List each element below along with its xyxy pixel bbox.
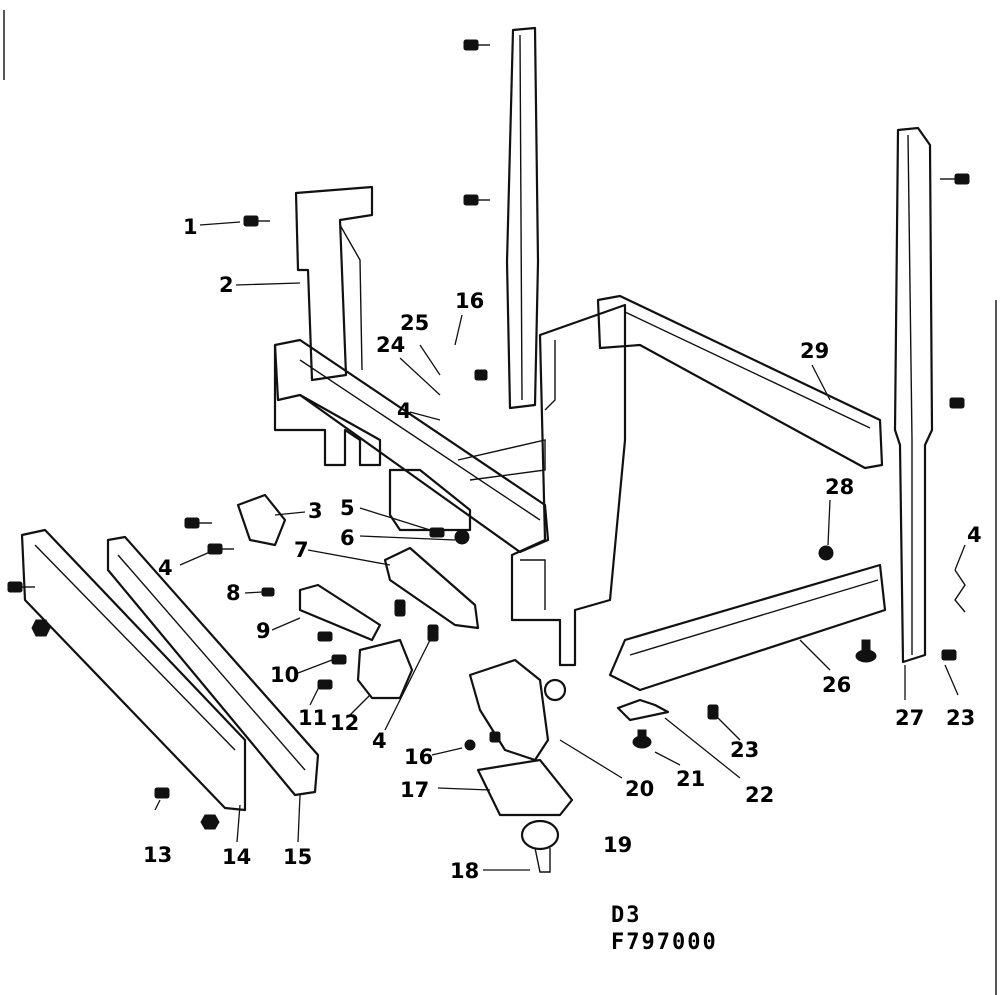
screw-icon	[940, 173, 970, 185]
clip-icon	[954, 569, 966, 613]
screw-icon	[184, 517, 212, 529]
top-rail-part	[596, 294, 884, 470]
callout-23: 23	[946, 706, 975, 730]
callout-28: 28	[825, 475, 854, 499]
callout-24: 24	[376, 333, 405, 357]
callout-9: 9	[256, 619, 271, 643]
callout-26: 26	[822, 673, 851, 697]
callout-14: 14	[222, 845, 251, 869]
callout-17: 17	[400, 778, 429, 802]
nut-icon	[454, 529, 470, 545]
screw-icon	[317, 631, 333, 642]
upright-post-part	[505, 26, 540, 410]
callout-20: 20	[625, 777, 654, 801]
screw-icon	[7, 581, 35, 593]
callout-11: 11	[298, 706, 327, 730]
callout-12: 12	[330, 711, 359, 735]
screw-icon	[317, 679, 333, 690]
screw-icon	[463, 194, 490, 206]
spring-clip-part	[616, 698, 670, 722]
screw-icon	[394, 599, 406, 617]
right-rail-part	[893, 126, 934, 664]
side-bracket-part	[294, 185, 374, 382]
hinge-plate-part	[383, 546, 480, 630]
callout-4: 4	[158, 556, 173, 580]
callout-13: 13	[143, 843, 172, 867]
screw-icon	[463, 39, 490, 51]
mounting-strip-part	[298, 583, 382, 642]
screw-icon	[474, 369, 488, 381]
screw-icon	[261, 587, 275, 597]
callout-8: 8	[226, 581, 241, 605]
nut-icon	[31, 619, 51, 637]
callout-23: 23	[730, 738, 759, 762]
center-frame-part	[457, 303, 627, 667]
screw-icon	[949, 397, 965, 409]
callout-25: 25	[400, 311, 429, 335]
callout-18: 18	[450, 859, 479, 883]
callout-1: 1	[183, 215, 198, 239]
screw-icon	[243, 215, 270, 227]
callout-10: 10	[270, 663, 299, 687]
callout-16: 16	[455, 289, 484, 313]
motor-bracket-part	[468, 658, 567, 762]
callout-4: 4	[397, 399, 412, 423]
callout-2: 2	[219, 273, 234, 297]
fasteners	[7, 39, 970, 830]
screw-icon	[427, 624, 439, 642]
screw-icon	[429, 527, 445, 538]
callout-6: 6	[340, 526, 355, 550]
foot-part	[520, 819, 560, 873]
callout-29: 29	[800, 339, 829, 363]
screw-icon	[331, 654, 347, 665]
callout-3: 3	[308, 499, 323, 523]
callout-5: 5	[340, 496, 355, 520]
clamp-part	[236, 493, 287, 547]
section-code: D3	[611, 903, 642, 928]
kick-plate-part	[20, 528, 320, 812]
foot-icon	[632, 729, 652, 749]
lower-bracket-part	[608, 563, 887, 692]
callout-7: 7	[294, 538, 309, 562]
callout-22: 22	[745, 783, 774, 807]
washer-icon	[818, 545, 834, 561]
callout-27: 27	[895, 706, 924, 730]
callout-21: 21	[676, 767, 705, 791]
screw-icon	[941, 649, 957, 661]
washer-icon	[464, 739, 476, 751]
screw-icon	[154, 787, 170, 799]
callout-16: 16	[404, 745, 433, 769]
callout-4: 4	[967, 523, 982, 547]
nut-icon	[200, 814, 220, 830]
screw-icon	[707, 704, 719, 720]
callout-19: 19	[603, 833, 632, 857]
base-plate-part	[476, 758, 574, 817]
screw-icon	[489, 731, 501, 743]
latch-assembly-part	[356, 638, 414, 700]
leader-lines	[154, 221, 966, 871]
foot-icon	[855, 639, 877, 663]
callout-labels: 1 2 3 4 4 4 4 5 6 7 8 9 10 11 12 13 14 1…	[143, 215, 982, 883]
drawing-number: F797000	[611, 930, 718, 955]
callout-15: 15	[283, 845, 312, 869]
screw-icon	[207, 543, 234, 555]
callout-4: 4	[372, 729, 387, 753]
